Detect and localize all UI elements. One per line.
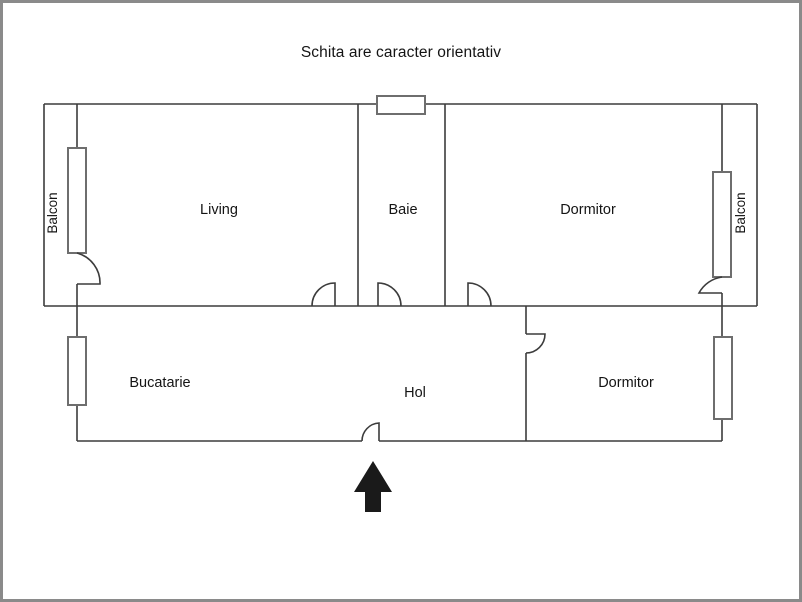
page-title: Schita are caracter orientativ [300,44,502,61]
door-balcon-right [697,276,723,294]
door-balcon-left [76,252,101,285]
window-top-baie [376,95,426,115]
window-balcon-left [67,147,87,254]
window-dormitor-bottom [713,336,733,420]
entrance-arrow [354,461,392,512]
room-label-dormitor-bottom: Dormitor [598,375,654,391]
room-label-balcon-left: Balcon [45,192,60,233]
room-label-balcon-right: Balcon [733,192,748,233]
door-dormitor-top [467,282,492,307]
lower-block-walls [76,306,723,442]
door-hol-dormitor-group [525,333,546,354]
windows-group [67,95,733,420]
door-entrance-group [361,422,380,442]
doors-balcony [76,252,723,294]
room-label-dormitor-top: Dormitor [560,202,616,218]
door-entrance [361,422,380,442]
door-living [311,282,336,307]
window-balcon-right [712,171,732,278]
door-baie [377,282,402,307]
room-label-bucatarie: Bucatarie [129,375,190,391]
room-label-baie: Baie [388,202,417,218]
door-dormitor-bottom [525,333,546,354]
window-bucatarie [67,336,87,406]
doors-middle-wall [311,282,492,307]
room-label-hol: Hol [404,385,426,401]
room-label-living: Living [200,202,238,218]
room-labels: Balcon Living Baie Dormitor Balcon Bucat… [45,192,748,401]
